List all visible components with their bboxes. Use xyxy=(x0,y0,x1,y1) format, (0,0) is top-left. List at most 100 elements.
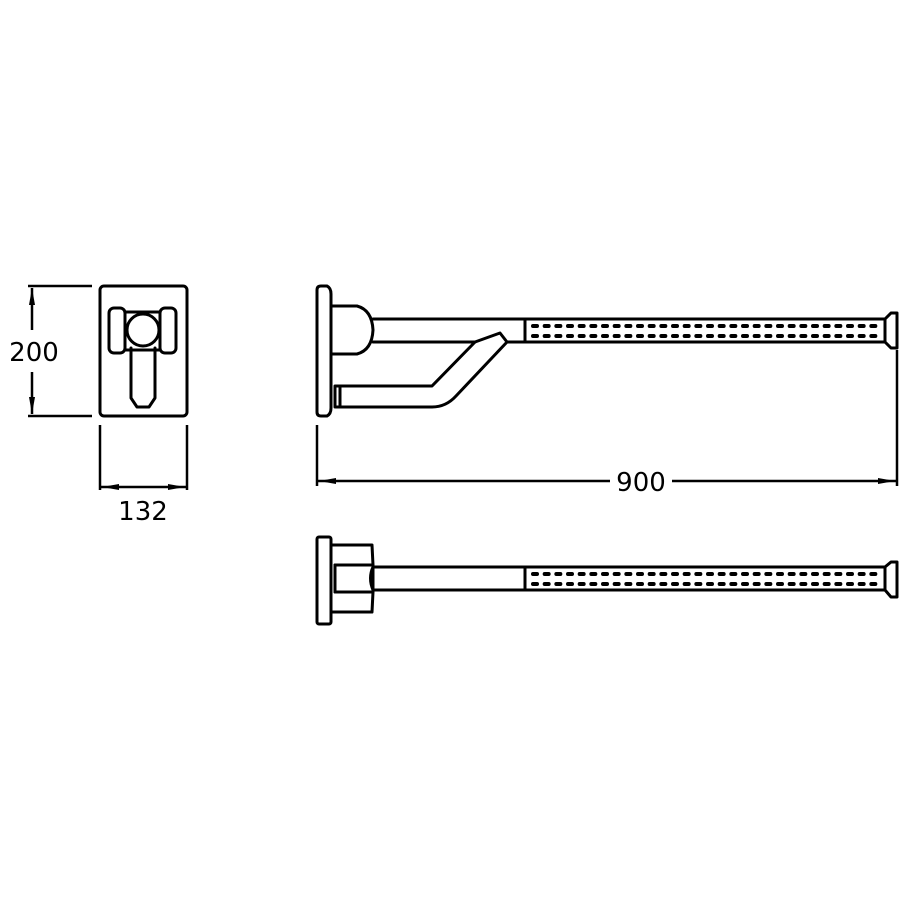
grip-dot xyxy=(799,334,808,338)
grip-dot xyxy=(776,334,784,338)
grip-dot xyxy=(741,334,749,338)
grip-dot xyxy=(799,572,808,576)
grip-dot xyxy=(636,582,644,586)
grip-dot xyxy=(834,572,843,576)
side-grip-body xyxy=(523,317,887,344)
grip-dot xyxy=(647,582,656,586)
length-dimension-label: 900 xyxy=(616,468,666,498)
grip-dot xyxy=(822,324,831,328)
dimension-height: 200 xyxy=(9,284,92,418)
grip-dot xyxy=(811,572,819,576)
grip-dot xyxy=(531,324,539,328)
grip-dot xyxy=(741,572,749,576)
grip-dot xyxy=(706,324,714,328)
grip-dot xyxy=(589,572,598,576)
grip-dot xyxy=(752,582,761,586)
grip-dot xyxy=(542,324,551,328)
top-wall-plate xyxy=(315,535,333,626)
grip-dot xyxy=(682,334,691,338)
grip-dot xyxy=(682,324,691,328)
grip-dot xyxy=(752,572,761,576)
grip-dot xyxy=(706,582,714,586)
grip-dot xyxy=(531,334,539,338)
dimension-length: 900 xyxy=(315,350,899,498)
grip-dot xyxy=(542,334,551,338)
grip-dot xyxy=(857,582,866,586)
grip-dot xyxy=(694,572,703,576)
grip-dot xyxy=(694,334,703,338)
grip-dot xyxy=(822,582,831,586)
grip-dot xyxy=(624,324,633,328)
grip-dot xyxy=(612,572,621,576)
grip-dot xyxy=(624,334,633,338)
grip-dot xyxy=(857,572,866,576)
grip-dot xyxy=(589,324,598,328)
front-lever xyxy=(129,346,157,409)
grip-dot xyxy=(577,582,586,586)
front-wall-plate xyxy=(98,284,189,418)
grip-dot xyxy=(869,572,878,576)
grip-dot xyxy=(694,324,703,328)
grip-dot xyxy=(577,334,586,338)
top-view xyxy=(315,535,899,626)
grip-dot xyxy=(834,334,843,338)
grip-dot xyxy=(787,324,796,328)
grip-dot xyxy=(624,582,633,586)
grip-dot xyxy=(729,582,738,586)
grip-dot xyxy=(846,334,854,338)
grip-dot xyxy=(706,572,714,576)
grip-dot xyxy=(671,324,679,328)
grip-dot xyxy=(764,572,773,576)
grip-dot xyxy=(869,334,878,338)
width-dimension-label: 132 xyxy=(118,497,168,527)
grip-dot xyxy=(729,324,738,328)
grip-dot xyxy=(612,324,621,328)
top-grip xyxy=(523,565,887,592)
grip-dot xyxy=(542,582,551,586)
grip-dot xyxy=(671,582,679,586)
grip-dot xyxy=(566,324,574,328)
grip-dot xyxy=(741,582,749,586)
grip-dot xyxy=(647,334,656,338)
grip-dot xyxy=(811,324,819,328)
grip-dot xyxy=(787,582,796,586)
grip-dot xyxy=(799,324,808,328)
grip-dot xyxy=(857,334,866,338)
grip-dot xyxy=(869,324,878,328)
grip-dot xyxy=(659,324,668,328)
grip-dot xyxy=(577,324,586,328)
grip-dot xyxy=(601,572,609,576)
dimension-width: 132 xyxy=(98,425,189,527)
grip-dot xyxy=(706,334,714,338)
grip-dot xyxy=(811,334,819,338)
grip-dot xyxy=(577,572,586,576)
side-boss xyxy=(329,304,375,356)
grip-dot xyxy=(729,572,738,576)
grip-dot xyxy=(636,334,644,338)
side-view xyxy=(315,284,899,418)
grip-dot xyxy=(752,334,761,338)
grip-dot xyxy=(729,334,738,338)
grip-dot xyxy=(624,572,633,576)
grip-dot xyxy=(647,324,656,328)
grip-dot xyxy=(717,582,726,586)
top-grip-body xyxy=(523,565,887,592)
grip-dot xyxy=(659,572,668,576)
grip-dot xyxy=(601,324,609,328)
grip-dot xyxy=(554,324,563,328)
grip-dot xyxy=(822,334,831,338)
grip-dot xyxy=(671,334,679,338)
top-end-cap xyxy=(883,560,899,599)
height-dimension-label: 200 xyxy=(9,338,59,368)
grip-dot xyxy=(717,572,726,576)
grip-dot xyxy=(647,572,656,576)
grip-dot xyxy=(776,324,784,328)
grip-dot xyxy=(636,572,644,576)
side-end-cap xyxy=(883,311,899,350)
side-fold-bracket xyxy=(333,331,509,409)
grip-dot xyxy=(717,324,726,328)
grip-dot xyxy=(659,334,668,338)
grip-dot xyxy=(799,582,808,586)
grip-dot xyxy=(741,324,749,328)
